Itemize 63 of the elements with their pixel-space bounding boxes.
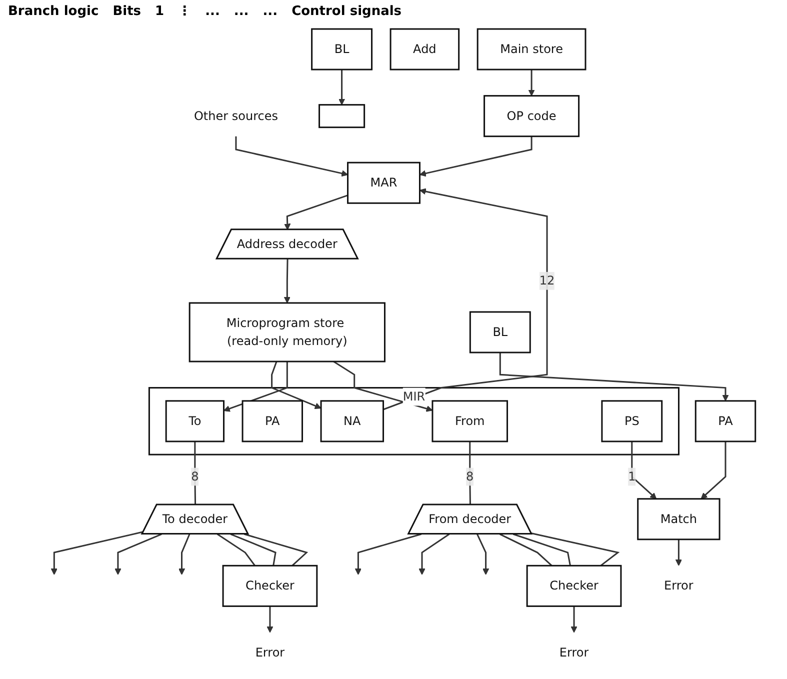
node-box: PA: [694, 400, 756, 442]
arrow: [528, 70, 535, 96]
diagram-note: Bits: [112, 4, 142, 19]
arrow: [675, 539, 682, 566]
diagram-note: ...: [205, 4, 220, 19]
arrow: [631, 441, 657, 500]
arrow: [419, 136, 532, 177]
node-box: NA: [320, 400, 384, 442]
arrow: [476, 534, 490, 575]
arrow: [114, 533, 162, 575]
node-box: PA: [242, 400, 303, 442]
diagram-note: ...: [262, 4, 278, 19]
edge-label: 12: [539, 273, 555, 288]
node-text: Error: [664, 578, 694, 593]
arrow: [284, 259, 290, 304]
edge-label: 8: [466, 469, 474, 484]
diagram-note: ⋮: [178, 4, 192, 19]
arrow: [271, 361, 322, 409]
arrow: [570, 606, 578, 633]
node-box: Microprogram store (read-only memory): [188, 302, 386, 362]
arrow: [499, 352, 729, 402]
arrow: [418, 534, 450, 575]
connector: [244, 533, 308, 566]
connector: [512, 533, 571, 566]
node-text: Error: [559, 645, 589, 660]
arrow: [50, 531, 144, 575]
node-box: PS: [601, 400, 663, 442]
connector: [230, 533, 276, 566]
node-box: Main store: [476, 28, 586, 70]
arrow: [223, 362, 288, 412]
arrow: [354, 533, 422, 575]
connector: [469, 441, 471, 505]
arrow: [266, 606, 274, 633]
node-box: Checker: [526, 564, 622, 607]
arrow: [178, 534, 190, 575]
arrow: [284, 194, 348, 230]
node-box: Checker: [222, 564, 318, 607]
diagram-note: 1: [155, 4, 164, 19]
arrow: [700, 441, 726, 500]
diagram-note: ...: [234, 4, 249, 19]
node-box: To: [165, 400, 225, 442]
node-text: Other sources: [194, 108, 278, 123]
node-text: Error: [255, 645, 285, 660]
node-box: Match: [637, 498, 720, 540]
edge-label: 8: [191, 469, 199, 484]
diagram-note: Branch logic: [8, 4, 99, 19]
node-box: [318, 104, 366, 128]
connector: [531, 532, 620, 566]
node-box: BL: [311, 28, 373, 70]
node-box: BL: [469, 311, 531, 354]
arrow: [333, 360, 433, 412]
node-box: OP code: [484, 95, 580, 138]
connector: [500, 533, 552, 566]
node-box: MAR: [347, 162, 420, 204]
arrow: [383, 188, 548, 410]
connector: [194, 441, 196, 505]
arrow: [235, 136, 348, 177]
diagram-note: Control signals: [292, 4, 402, 19]
node-box: Add: [390, 28, 460, 70]
arrow: [338, 70, 346, 106]
edge-label: 1: [628, 469, 636, 484]
connector: [216, 534, 256, 566]
node-box: From: [432, 400, 508, 442]
